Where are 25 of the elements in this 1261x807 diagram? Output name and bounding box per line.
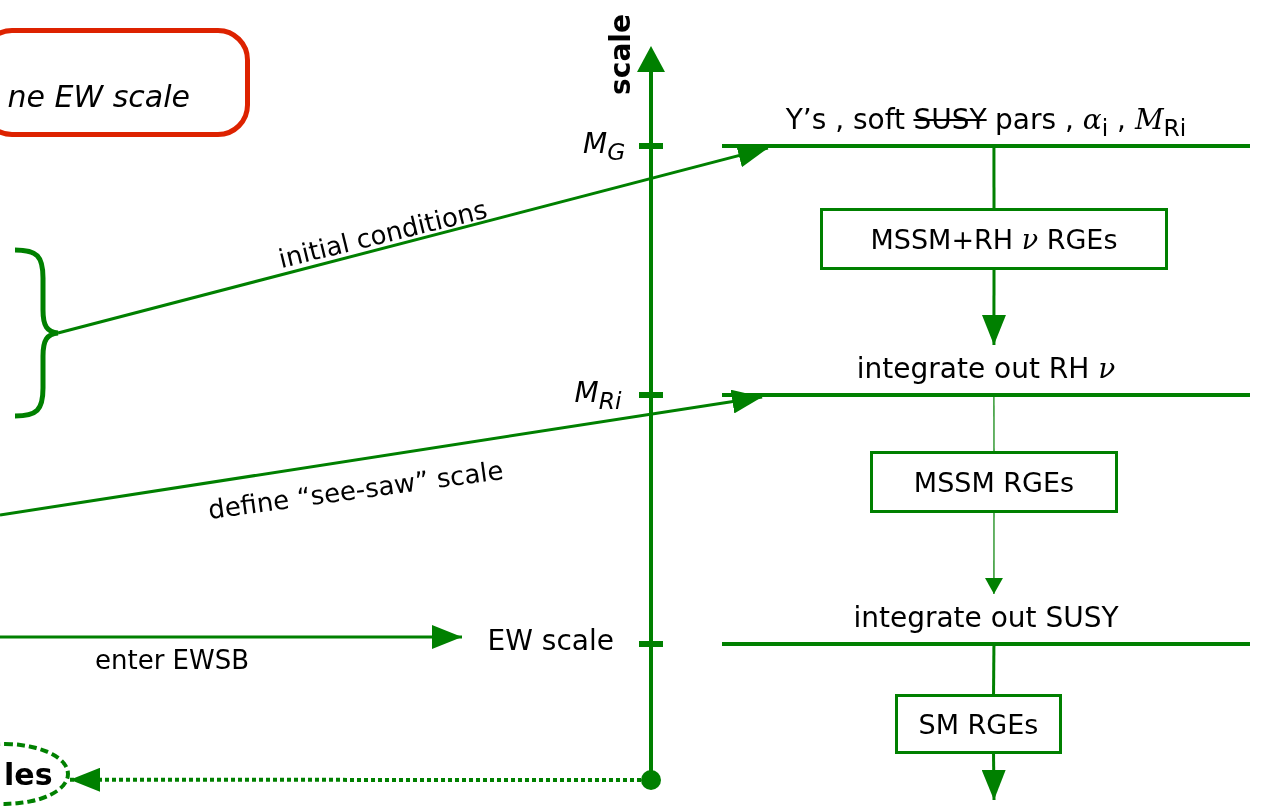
process-box: MSSM RGEs	[870, 451, 1118, 513]
dotted-arrow	[70, 767, 641, 792]
arrow	[0, 625, 462, 649]
scale-level-line: integrate out SUSY	[722, 594, 1250, 646]
arrow	[981, 270, 1006, 345]
scale-mark-label: M$_{G}$	[583, 126, 626, 166]
process-box: MSSM+RH ν RGEs	[820, 208, 1168, 270]
process-box: SM RGEs	[895, 694, 1062, 754]
axis-end-dot	[641, 770, 661, 790]
scale-level-line: Y’s , soft SUSY pars , α$_{i}$ , M$_{Ri}$	[722, 96, 1250, 148]
scale-level-line: integrate out RH ν	[722, 345, 1250, 397]
connector-line	[992, 148, 996, 208]
edge-label: define “see-saw” scale	[205, 454, 505, 526]
edge-label: initial conditions	[275, 193, 491, 275]
axis-title: scale	[603, 13, 637, 95]
rounded-note-box: ne EW scale	[0, 28, 250, 137]
arrow	[981, 754, 1006, 800]
arrow	[984, 512, 1003, 595]
connector-line	[993, 396, 995, 452]
edge-label: enter EWSB	[95, 645, 250, 675]
connector-line	[992, 646, 996, 694]
scale-mark-label: M$_{Ri}$	[574, 375, 622, 415]
scale-tick-label: EW scale	[462, 620, 614, 660]
arrow	[0, 389, 763, 517]
curly-brace	[15, 248, 58, 418]
